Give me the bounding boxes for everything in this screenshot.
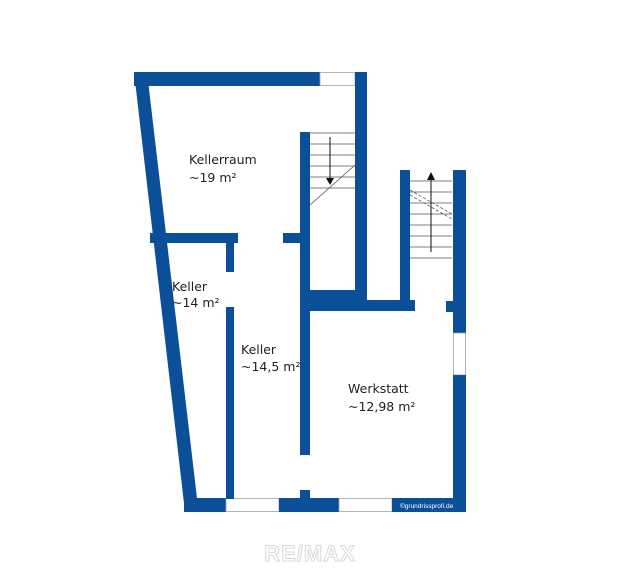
wall-stub-right [446, 301, 454, 312]
stair-2 [409, 172, 453, 259]
bottom-stub [300, 490, 310, 500]
room-kellerraum: Kellerraum ~19 m² [189, 152, 257, 185]
room-area: ~14,5 m² [241, 359, 300, 374]
watermark-logo: RE/MAX [264, 541, 356, 566]
stair-1 [309, 132, 356, 206]
room-name: Keller [241, 342, 277, 357]
keller-divider [226, 307, 234, 499]
stair2-left-wall [400, 170, 410, 311]
keller-stub [226, 243, 234, 272]
window-bottom-1 [225, 498, 280, 512]
room-name: Kellerraum [189, 152, 257, 167]
room-werkstatt: Werkstatt ~12,98 m² [348, 381, 415, 414]
left-slanted-wall [134, 72, 197, 512]
room-area: ~12,98 m² [348, 399, 415, 414]
room-area: ~19 m² [189, 170, 237, 185]
window-top [319, 72, 356, 86]
room-area: ~14 m² [172, 295, 220, 310]
right-wall-lower [453, 375, 466, 512]
walls [134, 72, 466, 512]
bottom-wall-2 [279, 498, 339, 512]
right-wall-upper [453, 170, 466, 333]
werkstatt-top-wall [367, 300, 415, 311]
bottom-wall-3 [392, 498, 466, 512]
stair-right-wall [355, 72, 367, 311]
stair1-bottom-wall [300, 290, 367, 311]
window-right [453, 332, 466, 376]
top-wall [134, 72, 320, 86]
central-wall [300, 132, 310, 455]
room-name: Werkstatt [348, 381, 409, 396]
room-name: Keller [172, 279, 208, 294]
arrow-head-up-icon [427, 172, 435, 180]
kellerraum-partition [150, 233, 238, 243]
credit-text: ©grundrissprofi.de [400, 502, 454, 510]
room-keller-2: Keller ~14,5 m² [241, 342, 300, 374]
room-keller-1: Keller ~14 m² [172, 279, 220, 310]
central-wall-stub [283, 233, 310, 243]
window-bottom-2 [338, 498, 393, 512]
arrow-head-down-icon [326, 178, 334, 185]
bottom-wall-1 [184, 498, 226, 512]
